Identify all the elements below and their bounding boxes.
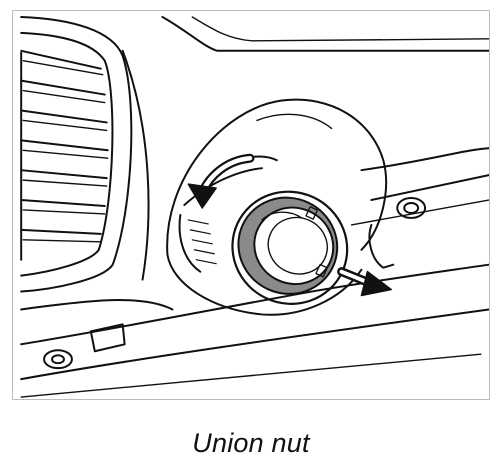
figure-caption: Union nut: [192, 428, 310, 458]
curved-arrow-icon: [187, 153, 255, 209]
union-nut: [231, 190, 349, 305]
union-nut-illustration: [20, 15, 489, 398]
connector-body: [166, 98, 489, 316]
illustration-frame: [12, 10, 490, 400]
straight-arrow-icon: [337, 267, 393, 297]
vent-grille: [20, 15, 133, 293]
housing-slots: [43, 197, 427, 370]
